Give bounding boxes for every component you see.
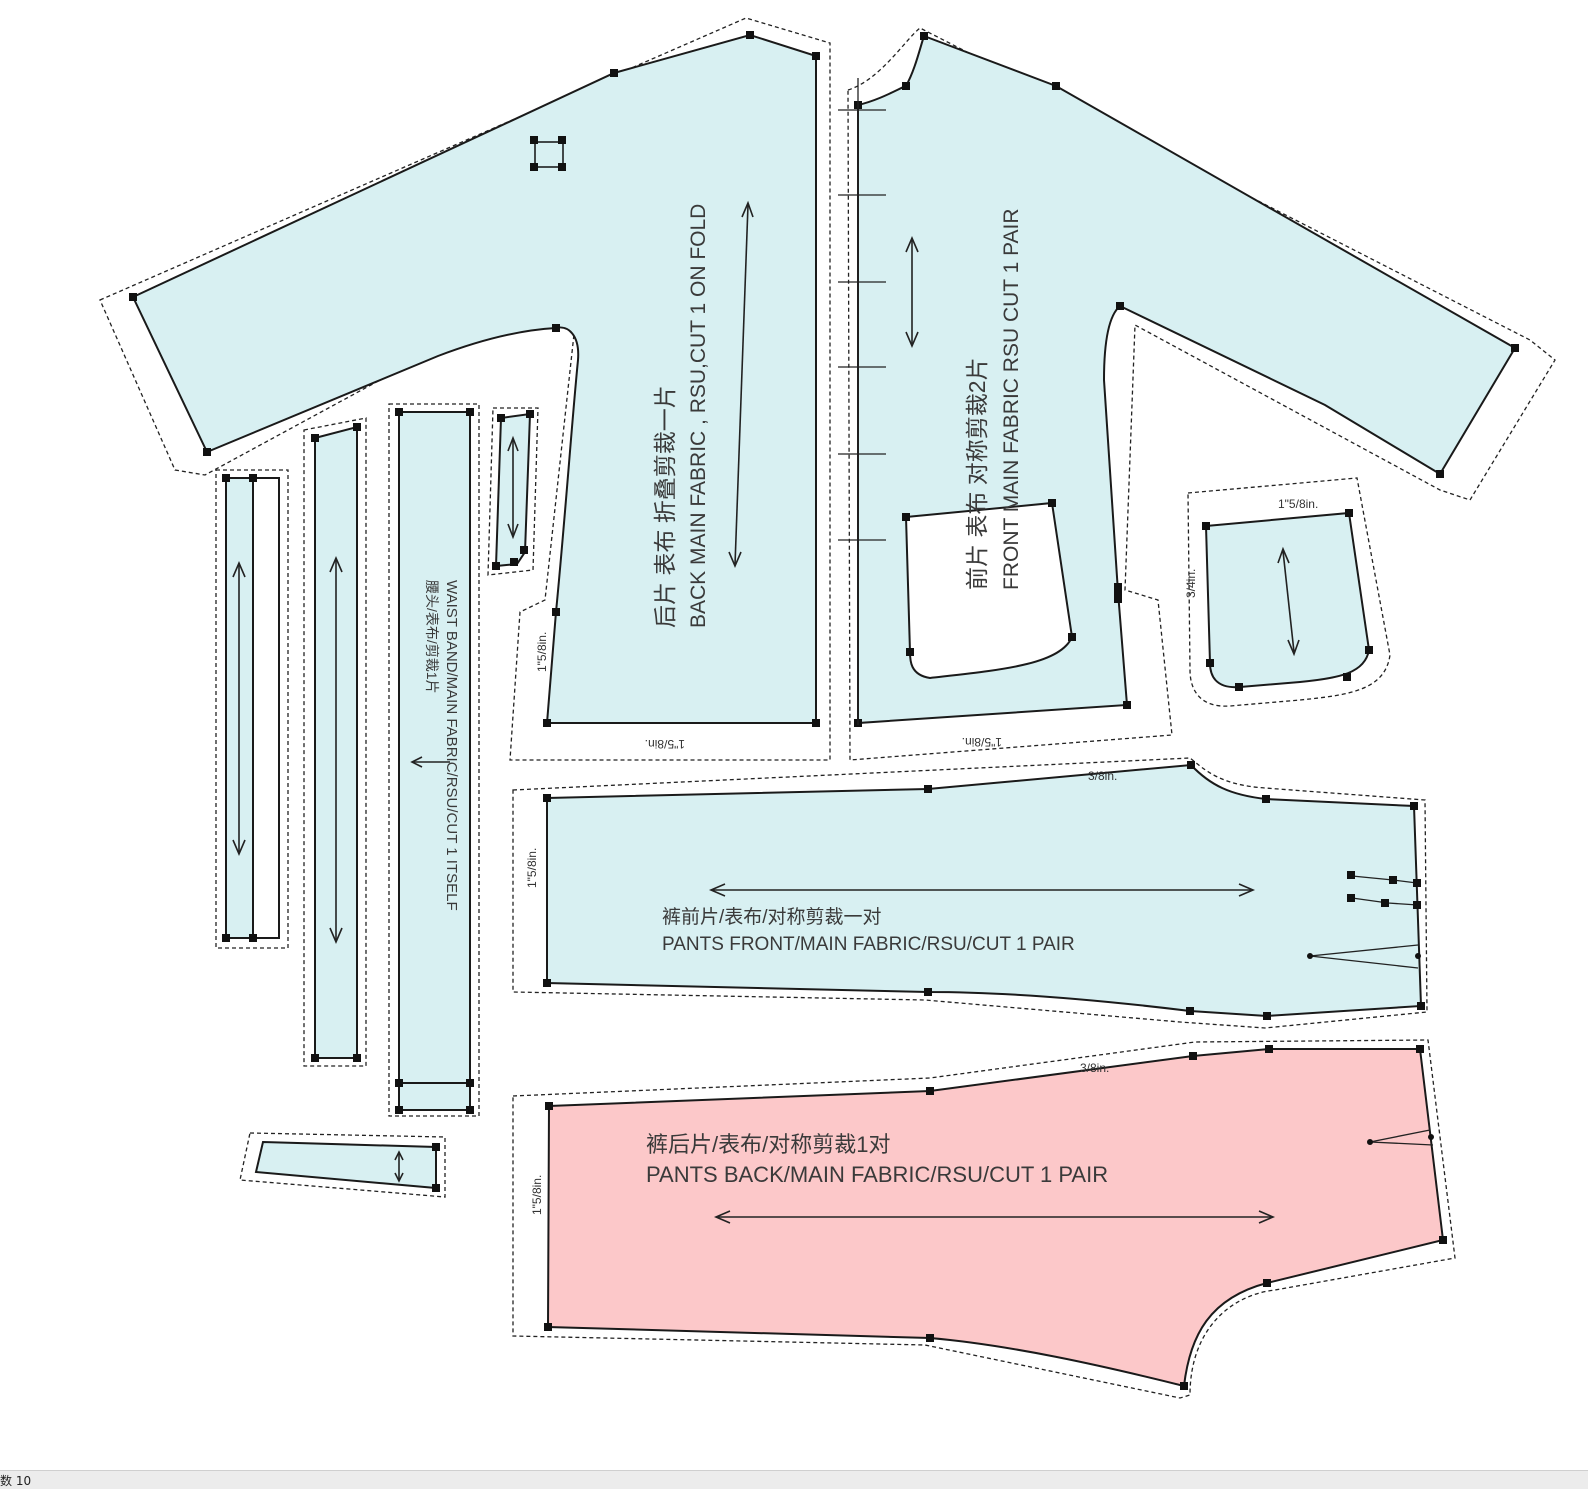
pants-front-seam-allowance bbox=[512, 757, 1428, 1029]
pants-back-waist-measure: 3/8in. bbox=[1080, 1061, 1109, 1075]
front-pocket-opening bbox=[904, 501, 1074, 680]
front-bodice-fold-ticks bbox=[838, 78, 886, 725]
status-text: 数 10 bbox=[0, 1474, 32, 1488]
pants-front-darts bbox=[1307, 871, 1421, 969]
back-bodice-hem-measure: 1"5/8in. bbox=[645, 737, 685, 751]
facing-strip-a-extension bbox=[252, 477, 280, 939]
pants-front-label-en: PANTS FRONT/MAIN FABRIC/RSU/CUT 1 PAIR bbox=[662, 934, 1075, 955]
front-bodice-piece[interactable]: 前片 表布 对称剪裁2片 FRONT MAIN FABRIC RSU CUT 1… bbox=[838, 27, 1556, 761]
small-tab-outline bbox=[254, 1140, 437, 1190]
pants-back-seam-allowance bbox=[512, 1039, 1456, 1399]
pants-back-points bbox=[544, 1045, 1447, 1390]
facing-strip-b-seam-allowance bbox=[303, 417, 367, 1067]
belt-loop-grainline bbox=[507, 435, 519, 540]
pocket-outline bbox=[1204, 511, 1371, 689]
front-bodice-grainline bbox=[905, 235, 919, 349]
back-bodice-label-en: BACK MAIN FABRIC , RSU,CUT 1 ON FOLD bbox=[687, 204, 710, 628]
front-bodice-label-en: FRONT MAIN FABRIC RSU CUT 1 PAIR bbox=[1000, 208, 1023, 590]
pocket-seam-allowance bbox=[1187, 477, 1391, 707]
back-bodice-label-mark bbox=[530, 136, 566, 171]
waistband-piece[interactable]: WAIST BAND/MAIN FABRIC/RSU/CUT 1 ITSELF … bbox=[388, 403, 480, 1117]
pants-back-side-measure: 1"5/8in. bbox=[530, 1175, 544, 1215]
pants-front-waist-measure: 3/8in. bbox=[1088, 769, 1117, 783]
small-tab-grainline bbox=[394, 1150, 404, 1183]
pants-front-points bbox=[543, 761, 1425, 1020]
belt-loop-seam-allowance bbox=[487, 407, 539, 576]
facing-strip-b-piece[interactable] bbox=[303, 417, 367, 1067]
pants-front-side-measure: 1"5/8in. bbox=[525, 848, 539, 888]
back-bodice-points bbox=[129, 31, 820, 727]
back-bodice-outline bbox=[131, 33, 817, 724]
facing-strip-b-points bbox=[311, 423, 361, 1062]
belt-loop-points bbox=[492, 410, 534, 570]
pocket-grainline bbox=[1277, 546, 1300, 657]
waistband-outline bbox=[398, 411, 471, 1111]
pants-front-label-zh: 裤前片/表布/对称剪裁一对 bbox=[662, 906, 882, 928]
small-tab-seam-allowance bbox=[239, 1132, 446, 1198]
facing-strip-a-points bbox=[222, 474, 257, 942]
pants-front-piece[interactable]: 裤前片/表布/对称剪裁一对 PANTS FRONT/MAIN FABRIC/RS… bbox=[512, 757, 1428, 1029]
pants-back-label-zh: 裤后片/表布/对称剪裁1对 bbox=[646, 1132, 890, 1157]
waistband-label-zh: 腰头/表布/剪裁1片 bbox=[424, 580, 440, 694]
pants-back-grainline bbox=[713, 1210, 1276, 1224]
pocket-points bbox=[1202, 509, 1373, 691]
belt-loop-piece[interactable] bbox=[487, 407, 539, 576]
small-tab-piece[interactable] bbox=[239, 1132, 446, 1198]
facing-strip-a-seam-allowance bbox=[215, 469, 289, 949]
pants-back-piece[interactable]: 裤后片/表布/对称剪裁1对 PANTS BACK/MAIN FABRIC/RSU… bbox=[512, 1039, 1456, 1399]
facing-strip-a-piece[interactable] bbox=[215, 469, 289, 949]
pants-back-dart bbox=[1367, 1129, 1434, 1146]
waistband-grainline bbox=[410, 756, 450, 768]
waistband-label-en: WAIST BAND/MAIN FABRIC/RSU/CUT 1 ITSELF bbox=[443, 580, 460, 911]
small-tab-points bbox=[432, 1143, 440, 1192]
pants-front-grainline bbox=[708, 883, 1256, 897]
status-bar: 数 10 bbox=[0, 1470, 1588, 1489]
back-bodice-grainline bbox=[728, 200, 754, 569]
waistband-seam-allowance bbox=[388, 403, 480, 1117]
pocket-side-measure: 3/4in. bbox=[1184, 569, 1198, 598]
back-bodice-side-measure: 1"5/8in. bbox=[535, 632, 549, 672]
facing-strip-b-grainline bbox=[329, 555, 343, 945]
back-bodice-label-zh: 后片 表布 折叠剪裁一片 bbox=[652, 385, 678, 628]
facing-strip-a-grainline bbox=[232, 560, 246, 857]
pocket-top-measure: 1"5/8in. bbox=[1278, 497, 1318, 511]
pants-back-label-en: PANTS BACK/MAIN FABRIC/RSU/CUT 1 PAIR bbox=[646, 1162, 1108, 1187]
pocket-piece[interactable]: 1"5/8in. 3/4in. bbox=[1184, 477, 1391, 707]
front-bodice-seam-allowance bbox=[847, 27, 1556, 761]
front-bodice-hem-measure: 1"5/8in. bbox=[962, 735, 1002, 749]
back-bodice-piece[interactable]: 后片 表布 折叠剪裁一片 BACK MAIN FABRIC , RSU,CUT … bbox=[99, 17, 831, 761]
front-bodice-label-zh: 前片 表布 对称剪裁2片 bbox=[964, 357, 990, 590]
back-bodice-seam-allowance bbox=[99, 17, 831, 761]
waistband-points bbox=[395, 408, 474, 1114]
